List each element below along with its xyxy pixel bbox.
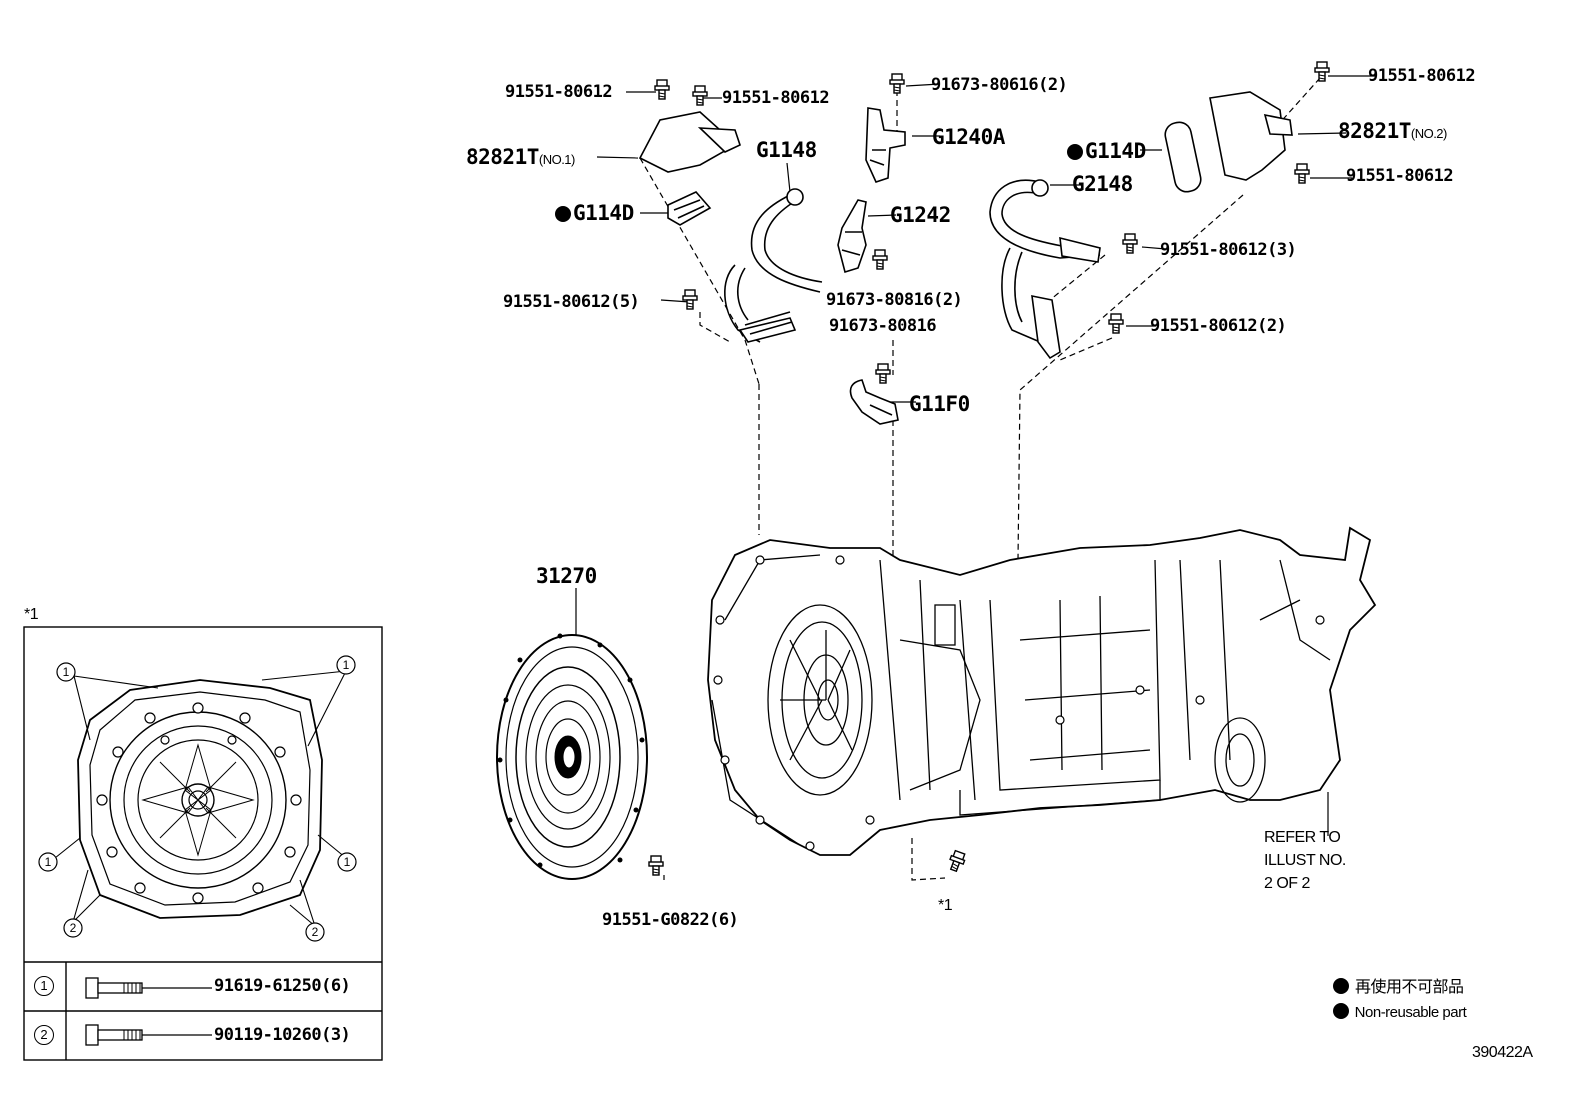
part-label-bolt-tl-a: 91551-80612 bbox=[505, 82, 613, 102]
g114d-right-text: G114D bbox=[1085, 139, 1146, 163]
part-label-g1148: G1148 bbox=[756, 138, 817, 162]
inset-callout-2a: 2 bbox=[70, 921, 77, 935]
part-label-bolt-tl-b: 91551-80612 bbox=[722, 88, 830, 108]
part-label-g1242: G1242 bbox=[890, 203, 951, 227]
inset-callout-2b: 2 bbox=[312, 925, 319, 939]
part-label-bolt-r-2: 91551-80612(2) bbox=[1150, 316, 1287, 336]
inset-row-1-part: 91619-61250(6) bbox=[214, 976, 351, 996]
bracket-no1-code: 82821T bbox=[466, 145, 539, 169]
g114d-left-text: G114D bbox=[573, 201, 634, 225]
figure-id: 390422A bbox=[1472, 1044, 1533, 1061]
refer-line-3: 2 OF 2 bbox=[1264, 875, 1310, 892]
part-label-bracket-no1: 82821T(NO.1) bbox=[466, 145, 575, 170]
part-label-bolt-top-mid: 91673-80616(2) bbox=[931, 75, 1068, 95]
inset-row-2-num: 2 bbox=[34, 1024, 54, 1045]
part-label-g114d-left: G114D bbox=[555, 201, 634, 225]
legend-jp-text: 再使用不可部品 bbox=[1354, 979, 1464, 996]
ref-note-1: *1 bbox=[938, 897, 953, 914]
part-label-g114d-right: G114D bbox=[1067, 139, 1146, 163]
part-label-g11f0: G11F0 bbox=[909, 392, 970, 416]
legend-jp: 再使用不可部品 bbox=[1333, 978, 1464, 998]
part-label-bolt-mid: 91673-80816 bbox=[829, 316, 937, 336]
inset-row-1-num: 1 bbox=[34, 975, 54, 996]
inset-callout-1a: 1 bbox=[63, 665, 70, 679]
part-label-bolt-drive-plate: 91551-G0822(6) bbox=[602, 910, 739, 930]
part-label-bracket-no2: 82821T(NO.2) bbox=[1338, 119, 1447, 144]
inset-callout-1d: 1 bbox=[344, 855, 351, 869]
non-reusable-dot-icon bbox=[1067, 144, 1083, 160]
bracket-no2-code: 82821T bbox=[1338, 119, 1411, 143]
part-label-bolt-tr-a: 91551-80612 bbox=[1368, 66, 1476, 86]
circled-number-2: 2 bbox=[34, 1025, 54, 1045]
legend-dot-icon bbox=[1333, 1003, 1349, 1019]
part-label-drive-plate: 31270 bbox=[536, 564, 597, 588]
bracket-no1-note: (NO.1) bbox=[538, 152, 576, 167]
bracket-no2-note: (NO.2) bbox=[1410, 126, 1448, 141]
part-label-g2148: G2148 bbox=[1072, 172, 1133, 196]
refer-note: REFER TO ILLUST NO. 2 OF 2 bbox=[1264, 826, 1346, 895]
inset-title: *1 bbox=[24, 606, 39, 623]
part-label-bolt-mid-2: 91673-80816(2) bbox=[826, 290, 963, 310]
legend-dot-icon bbox=[1333, 978, 1349, 994]
legend-en-text: Non-reusable part bbox=[1354, 1004, 1467, 1021]
refer-line-2: ILLUST NO. bbox=[1264, 852, 1346, 869]
part-label-bolt-left-5: 91551-80612(5) bbox=[503, 292, 640, 312]
refer-line-1: REFER TO bbox=[1264, 829, 1341, 846]
inset-callout-1c: 1 bbox=[45, 855, 52, 869]
inset-callout-1b: 1 bbox=[343, 658, 350, 672]
non-reusable-dot-icon bbox=[555, 206, 571, 222]
legend-en: Non-reusable part bbox=[1333, 1003, 1467, 1023]
part-label-g1240a: G1240A bbox=[932, 125, 1005, 149]
part-label-bolt-r-3: 91551-80612(3) bbox=[1160, 240, 1297, 260]
inset-row-2-part: 90119-10260(3) bbox=[214, 1025, 351, 1045]
circled-number-1: 1 bbox=[34, 976, 54, 996]
part-label-bolt-tr-b: 91551-80612 bbox=[1346, 166, 1454, 186]
